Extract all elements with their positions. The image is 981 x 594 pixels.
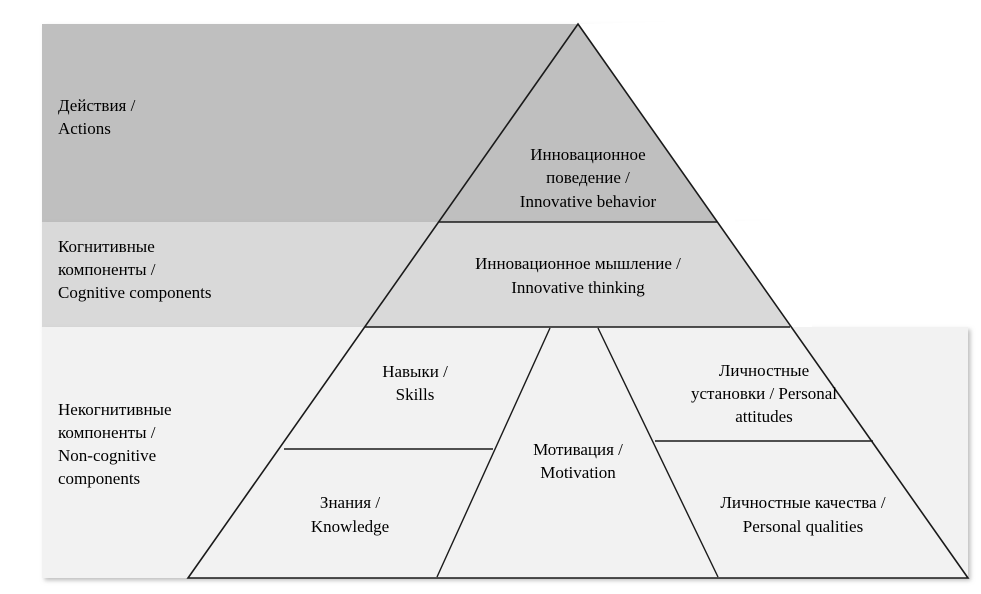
band-label-cognitive-en: Cognitive components [58,283,211,302]
segment-label-innovative-behavior-3: Innovative behavior [520,192,657,211]
band-label-non-cognitive-ru-1: Некогнитивные [58,400,172,419]
left-band-labels: Действия / Actions Когнитивные компонент… [58,96,211,488]
segment-label-knowledge-1: Знания / [320,493,380,512]
segment-label-personal-qualities-2: Personal qualities [743,517,863,536]
band-label-cognitive-ru-1: Когнитивные [58,237,155,256]
segment-label-innovative-thinking-2: Innovative thinking [511,278,645,297]
band-label-cognitive-ru-2: компоненты / [58,260,156,279]
band-label-non-cognitive-ru-2: компоненты / [58,423,156,442]
segment-label-motivation-1: Мотивация / [533,440,623,459]
pyramid-shape [186,22,970,579]
segment-label-personal-qualities-1: Личностные качества / [720,493,885,512]
segment-label-innovative-thinking-1: Инновационное мышление / [475,254,681,273]
band-rect-cognitive [42,222,790,327]
segment-label-knowledge-2: Knowledge [311,517,389,536]
segment-label-motivation-2: Motivation [540,463,616,482]
mask-top-right [578,20,735,222]
pyramid-segment-labels: Инновационное поведение / Innovative beh… [311,145,886,536]
mask-middle-right [717,218,812,327]
band-right-mask [578,20,812,327]
band-label-actions-en: Actions [58,119,111,138]
segment-label-personal-attitudes-3: attitudes [735,407,793,426]
wedge-divider-left [436,327,551,578]
segment-label-skills-1: Навыки / [382,362,448,381]
segment-label-personal-attitudes-1: Личностные [719,361,809,380]
band-label-non-cognitive-en-1: Non-cognitive [58,446,156,465]
band-label-actions-ru: Действия / [58,96,136,115]
band-rect-non-cognitive [42,327,968,578]
band-label-non-cognitive-en-2: components [58,469,140,488]
segment-label-skills-2: Skills [396,385,435,404]
segment-label-personal-attitudes-2: установки / Personal [691,384,837,403]
wedge-divider-right [597,327,719,578]
segment-label-innovative-behavior-2: поведение / [546,168,630,187]
pyramid-outline [186,22,970,579]
segment-label-innovative-behavior-1: Инновационное [530,145,645,164]
